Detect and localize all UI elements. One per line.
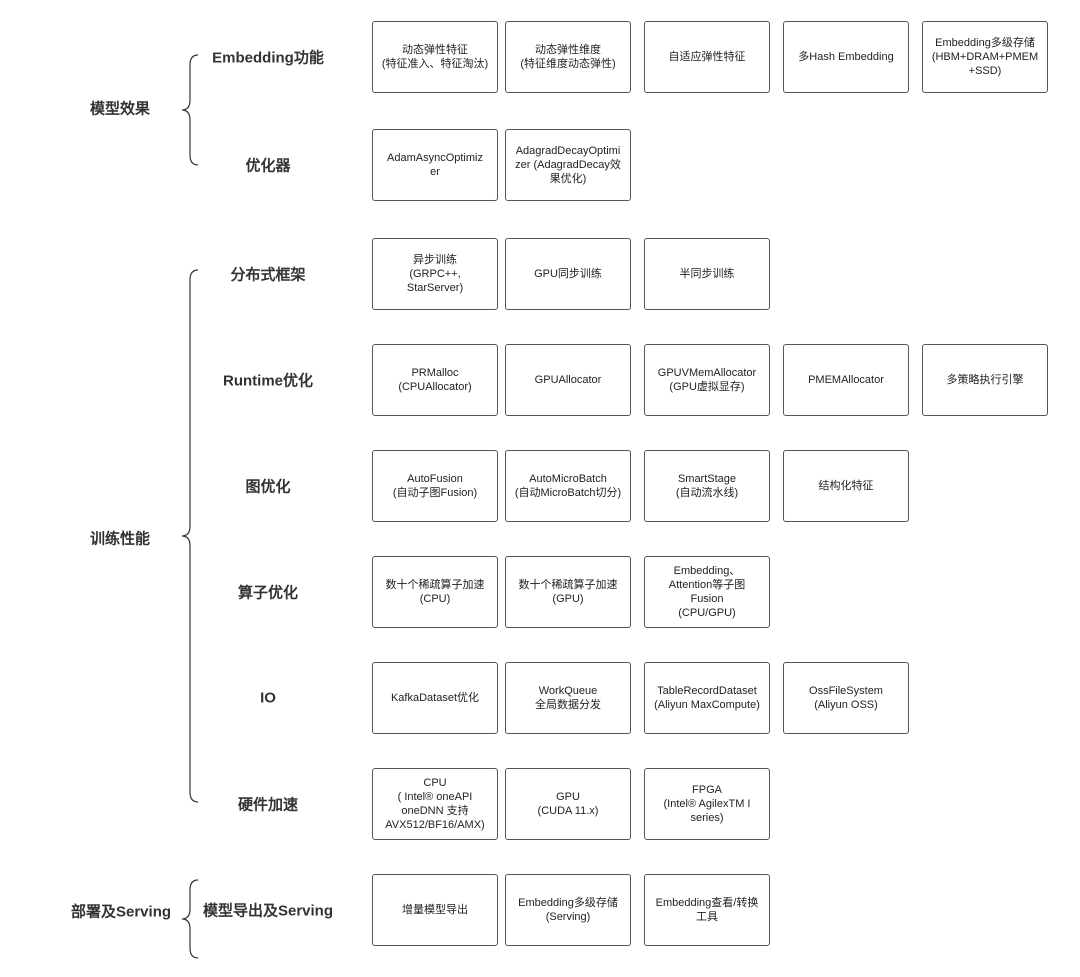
group-label: 优化器 — [245, 157, 291, 175]
feature-box: 异步训练 (GRPC++, StarServer) — [372, 238, 498, 310]
feature-box: Embedding、 Attention等子图 Fusion (CPU/GPU) — [644, 556, 770, 628]
feature-box: GPUVMemAllocator (GPU虚拟显存) — [644, 344, 770, 416]
feature-box: 动态弹性维度 (特征维度动态弹性) — [505, 21, 631, 93]
section-label: 训练性能 — [90, 530, 151, 548]
section-brace — [181, 879, 199, 959]
group-label: 算子优化 — [237, 584, 299, 602]
section-brace — [181, 269, 199, 803]
feature-box: 多策略执行引擎 — [922, 344, 1048, 416]
feature-box: PMEMAllocator — [783, 344, 909, 416]
feature-box: 结构化特征 — [783, 450, 909, 522]
feature-box: 半同步训练 — [644, 238, 770, 310]
feature-box: 多Hash Embedding — [783, 21, 909, 93]
feature-box: Embedding多级存储 (HBM+DRAM+PMEM +SSD) — [922, 21, 1048, 93]
group-label: 图优化 — [245, 478, 291, 496]
feature-box: GPU (CUDA 11.x) — [505, 768, 631, 840]
feature-box: WorkQueue 全局数据分发 — [505, 662, 631, 734]
feature-box: AutoFusion (自动子图Fusion) — [372, 450, 498, 522]
feature-box: AutoMicroBatch (自动MicroBatch切分) — [505, 450, 631, 522]
group-label: IO — [260, 689, 276, 707]
feature-box: Embedding多级存储 (Serving) — [505, 874, 631, 946]
feature-box: AdagradDecayOptimi zer (AdagradDecay效 果优… — [505, 129, 631, 201]
feature-box: GPU同步训练 — [505, 238, 631, 310]
feature-box: 动态弹性特征 (特征准入、特征淘汰) — [372, 21, 498, 93]
section-label: 部署及Serving — [71, 903, 172, 921]
group-label: 模型导出及Serving — [202, 902, 334, 920]
section-brace — [181, 54, 199, 166]
feature-box: 数十个稀疏算子加速 (CPU) — [372, 556, 498, 628]
feature-box: 自适应弹性特征 — [644, 21, 770, 93]
group-label: Embedding功能 — [212, 49, 324, 67]
feature-box: FPGA (Intel® AgilexTM I series) — [644, 768, 770, 840]
feature-box: TableRecordDataset (Aliyun MaxCompute) — [644, 662, 770, 734]
feature-box: KafkaDataset优化 — [372, 662, 498, 734]
group-label: Runtime优化 — [222, 372, 314, 390]
feature-box: AdamAsyncOptimiz er — [372, 129, 498, 201]
feature-box: Embedding查看/转换 工具 — [644, 874, 770, 946]
feature-box: 数十个稀疏算子加速 (GPU) — [505, 556, 631, 628]
group-label: 硬件加速 — [237, 796, 299, 814]
feature-box: 增量模型导出 — [372, 874, 498, 946]
feature-box: OssFileSystem (Aliyun OSS) — [783, 662, 909, 734]
feature-box: GPUAllocator — [505, 344, 631, 416]
feature-box: SmartStage (自动流水线) — [644, 450, 770, 522]
group-label: 分布式框架 — [230, 266, 306, 284]
feature-box: CPU ( Intel® oneAPI oneDNN 支持 AVX512/BF1… — [372, 768, 498, 840]
section-label: 模型效果 — [90, 100, 151, 118]
feature-box: PRMalloc (CPUAllocator) — [372, 344, 498, 416]
